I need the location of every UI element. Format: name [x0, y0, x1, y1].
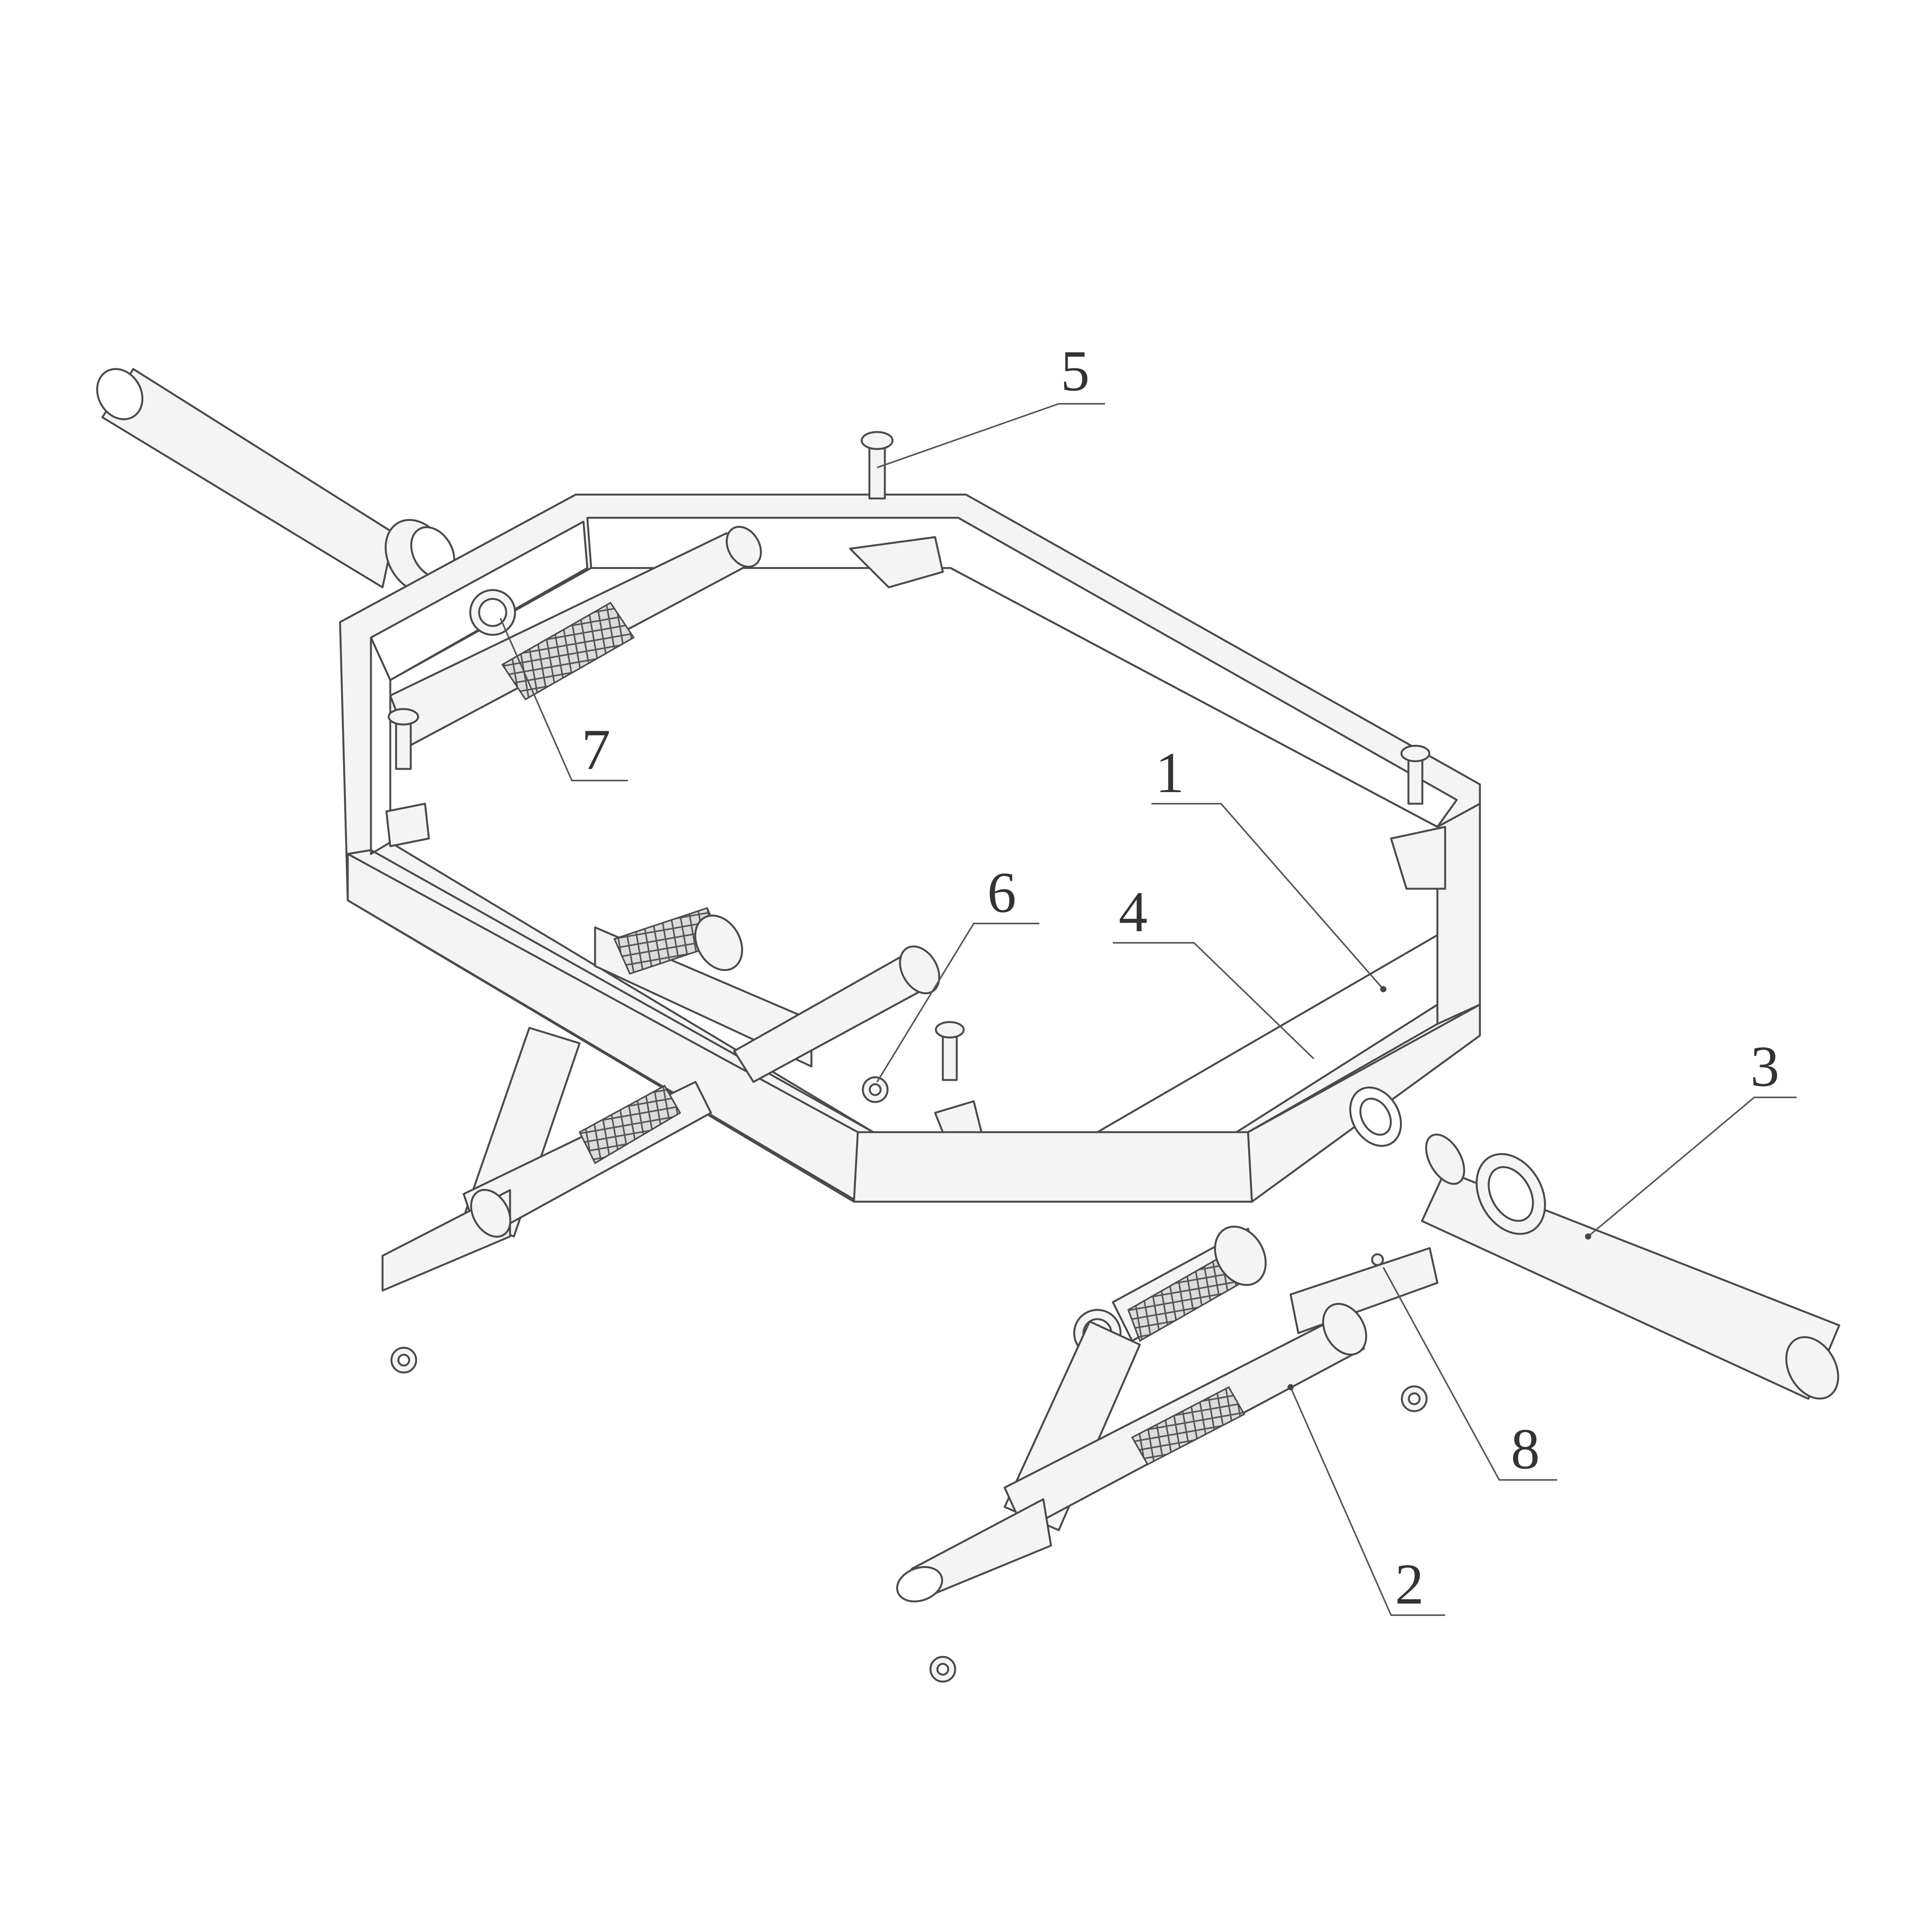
- callout-7: 7: [582, 718, 611, 782]
- callouts: 5 7 1 6 4 3 8 2: [582, 339, 1779, 1616]
- leader-lines: [500, 403, 1797, 1616]
- callout-8: 8: [1511, 1417, 1540, 1481]
- back-grip: [389, 526, 762, 747]
- left-handle-assembly: [381, 907, 940, 1292]
- nuts: [390, 1076, 1428, 1683]
- frame-brackets: [385, 536, 1446, 1133]
- pin-part: [1371, 1253, 1384, 1266]
- callout-6: 6: [987, 861, 1016, 925]
- callout-5: 5: [1061, 339, 1090, 403]
- bolts: [388, 431, 1430, 1081]
- callout-3: 3: [1750, 1034, 1779, 1099]
- callout-2: 2: [1395, 1552, 1424, 1616]
- callout-4: 4: [1119, 880, 1148, 944]
- right-handle-assembly: [896, 1226, 1439, 1602]
- callout-1: 1: [1155, 741, 1184, 805]
- left-sleeve-part: [96, 368, 456, 594]
- right-sleeve-part: [1349, 1087, 1840, 1400]
